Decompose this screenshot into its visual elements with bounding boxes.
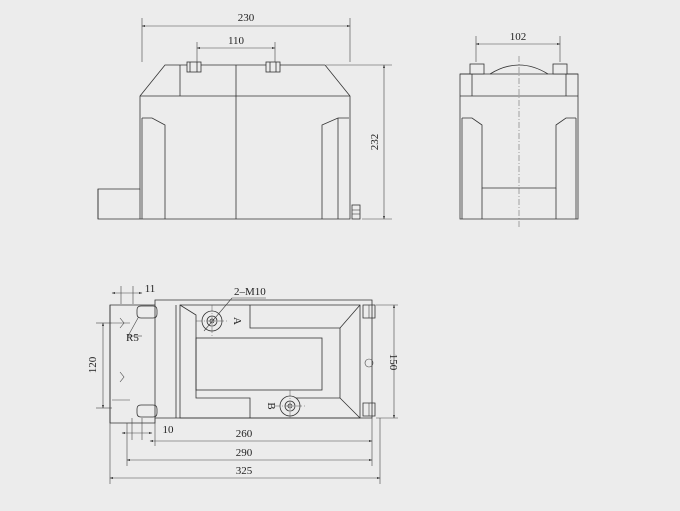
dim-10-label: 10 — [163, 424, 175, 436]
dim-230-label: 230 — [238, 12, 255, 24]
side-view: 102 — [459, 31, 579, 228]
dim-232-label: 232 — [369, 134, 381, 151]
hole-callout-label: 2–M10 — [234, 286, 266, 298]
dim-120-label: 120 — [87, 356, 99, 373]
dim-260-label: 260 — [236, 428, 253, 440]
ground-terminal — [351, 204, 361, 220]
dim-r5-label: R5 — [126, 332, 139, 344]
dim-290-label: 290 — [236, 447, 253, 459]
dim-102-label: 102 — [510, 31, 527, 43]
front-view: 230 110 232 — [97, 12, 392, 220]
front-view-body — [97, 64, 351, 220]
dim-150-label: 150 — [387, 354, 399, 371]
dim-325-label: 325 — [236, 465, 253, 477]
top-view: A B 2–M10 11 R5 120 10 150 — [87, 283, 399, 484]
dim-11-label: 11 — [145, 283, 156, 295]
terminal-b-label: B — [265, 402, 277, 409]
dim-110-label: 110 — [228, 35, 245, 47]
core-window — [195, 337, 323, 391]
terminal-a-label: A — [231, 317, 243, 325]
